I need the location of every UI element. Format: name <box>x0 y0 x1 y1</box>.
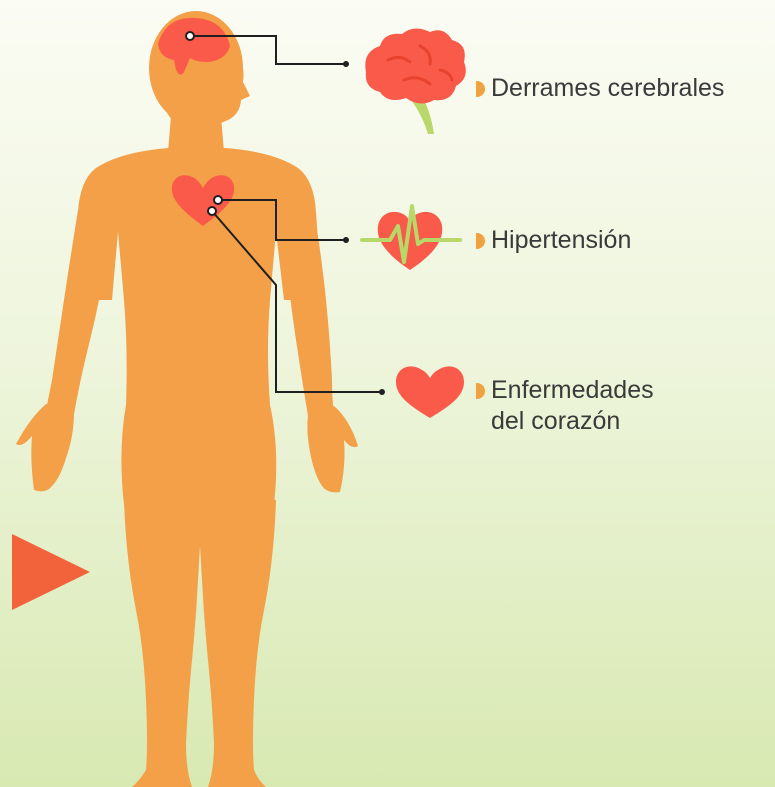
callout-hypertension-text: Hipertensión <box>491 226 631 254</box>
neck <box>168 104 224 152</box>
callout-heart-line2: del corazón <box>476 406 654 437</box>
brain-cerebrum <box>365 28 466 103</box>
bullet-icon <box>476 81 485 97</box>
callout-heart-label: Enfermedades del corazón <box>476 375 654 437</box>
callout-stroke-text: Derrames cerebrales <box>491 74 724 102</box>
brain-icon <box>365 28 466 134</box>
bullet-icon <box>476 383 485 399</box>
human-figure <box>16 11 358 787</box>
dot-chest-1 <box>214 196 222 204</box>
dot-chest-2 <box>208 207 216 215</box>
end-dot-hypertension <box>343 237 349 243</box>
callout-heart-line1: Enfermedades <box>491 376 654 404</box>
heart-pulse-icon <box>362 206 460 270</box>
callout-stroke-label: Derrames cerebrales <box>476 73 724 104</box>
left-arm <box>46 210 112 414</box>
bullet-icon <box>476 233 485 249</box>
end-dot-heart <box>379 389 385 395</box>
callout-hypertension-label: Hipertensión <box>476 225 631 256</box>
right-hand <box>307 406 358 492</box>
arrow-icon <box>12 534 90 610</box>
left-hand <box>16 404 74 491</box>
dot-head <box>186 32 194 40</box>
legs <box>124 500 276 787</box>
heart-icon <box>396 366 464 418</box>
end-dot-brain <box>343 61 349 67</box>
